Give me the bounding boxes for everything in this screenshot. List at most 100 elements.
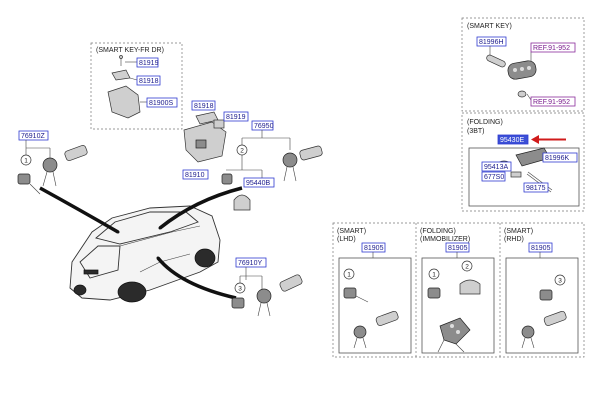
part-box-81905-lhd[interactable] [361,242,386,253]
part-81996k[interactable]: 81996K [545,155,569,162]
part-81905-immo[interactable]: 81905 [448,245,468,252]
part-box-98175[interactable] [523,182,549,193]
part-81918[interactable]: 81918 [194,103,214,110]
part-76910y[interactable]: 76910Y [238,260,262,267]
ref-box-top[interactable] [530,42,576,53]
part-box-81996h[interactable] [476,36,507,47]
part-box-81919-frdr[interactable] [136,57,159,68]
door-cylinder-icon [221,173,251,211]
immo-cylinder-icon [427,287,441,299]
callout-1-immo [428,268,440,280]
smart-key-fob-icon [486,54,537,98]
svg-text:2: 2 [465,264,469,271]
svg-text:1: 1 [347,272,351,279]
car-rear-left-wheel [73,284,87,296]
ref-91-952-top[interactable]: REF.91-952 [533,45,570,52]
part-box-677s0[interactable] [481,171,506,182]
car-tail-light [83,269,99,275]
part-box-81918[interactable] [191,100,216,111]
part-box-81919[interactable] [223,111,249,122]
pad-icon [111,69,131,81]
fr-dr-handle-parts [107,55,147,119]
immo-folding-key-icon [437,317,471,353]
bracket-icon [233,194,251,211]
ref-box-bottom[interactable] [530,96,576,107]
label-folding: (FOLDING) [467,119,503,126]
svg-text:3: 3 [558,278,562,285]
red-arrow-icon [531,135,539,144]
part-81919[interactable]: 81919 [226,114,246,121]
rhd-key-icon [521,310,567,349]
part-81900s[interactable]: 81900S [149,100,173,107]
callout-1-left [20,154,32,166]
svg-text:1: 1 [24,158,28,165]
part-76910z[interactable]: 76910Z [21,133,45,140]
svg-text:3: 3 [238,286,242,293]
callout-3-bottom [234,282,246,294]
smart-key-frame [461,17,585,112]
part-81996h[interactable]: 81996H [479,39,504,46]
pointer-to-ignition [156,256,237,300]
part-box-81918-frdr[interactable] [136,75,161,86]
car-front-wheel [194,248,216,268]
folding-inner-frame [468,147,580,207]
part-box-76910y[interactable] [235,257,267,268]
part-677s0[interactable]: 677S0 [484,174,504,181]
tailgate-cylinder-icon [17,173,41,195]
screw-icon [119,55,123,59]
part-81918-frdr[interactable]: 81918 [139,78,159,85]
lhd-key-icon [353,310,399,349]
part-81905-lhd[interactable]: 81905 [364,245,384,252]
pointer-to-door [158,186,243,230]
callout-2-immo [461,260,473,272]
lhd-inner-frame [338,257,412,354]
part-box-95413a[interactable] [481,161,512,172]
label-folding-immo: (FOLDING) [420,228,456,235]
battery-icon [517,90,527,98]
lhd-cylinder-icon [343,287,357,299]
part-98175[interactable]: 98175 [526,185,546,192]
immobilizer-inner-frame [421,257,495,354]
part-box-76910z[interactable] [18,130,49,141]
handle-module-icon [107,85,141,119]
key-icon-bottom [256,274,303,317]
part-81919-frdr[interactable]: 81919 [139,60,159,67]
part-81910[interactable]: 81910 [185,172,205,179]
car-rear-wheel [117,281,147,303]
label-immobilizer: (IMMOBILIZER) [420,236,470,243]
variants-frame [332,222,585,358]
callout-1-lhd [343,268,355,280]
rhd-cylinder-icon [539,289,553,301]
label-rhd: (RHD) [504,236,524,243]
part-box-81900s[interactable] [146,97,178,108]
key-icon-left [42,145,88,187]
label-smart-rhd: (SMART) [504,228,533,235]
ignition-cylinder-icon [231,297,245,309]
part-box-81905-immo[interactable] [445,242,470,253]
immo-bracket-icon [459,279,481,295]
part-box-81910[interactable] [182,169,209,180]
part-95413a[interactable]: 95413A [484,164,508,171]
part-box-76950[interactable] [251,120,274,131]
part-box-95440b[interactable] [243,177,275,188]
pointer-to-tailgate [39,186,119,234]
emergency-key-icon [486,54,506,68]
ref-91-952-bottom[interactable]: REF.91-952 [533,99,570,106]
label-smart-key: (SMART KEY) [467,23,512,30]
folding-3bt-frame [461,112,585,212]
part-76950[interactable]: 76950 [254,123,274,130]
rhd-inner-frame [505,257,579,354]
label-lhd: (LHD) [337,236,356,243]
callout-3-rhd [554,274,566,286]
part-95440b[interactable]: 95440B [246,180,270,187]
door-lock-assembly-icon [183,111,227,163]
label-smart-lhd: (SMART) [337,228,366,235]
part-95430e[interactable]: 95430E [500,137,524,144]
part-box-81905-rhd[interactable] [528,242,553,253]
cover-icon [510,171,522,178]
part-box-81996k[interactable] [542,152,578,163]
part-81905-rhd[interactable]: 81905 [531,245,551,252]
svg-text:2: 2 [240,148,244,155]
part-box-95430e-highlighted[interactable] [497,134,529,145]
